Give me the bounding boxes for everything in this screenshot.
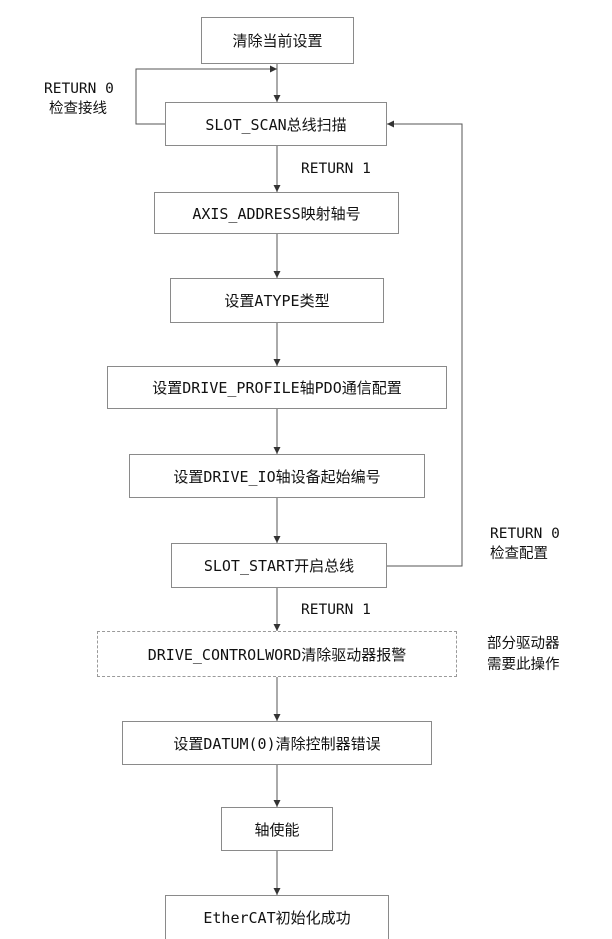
- step-slot-start: SLOT_START开启总线: [171, 543, 387, 588]
- step-slot-scan: SLOT_SCAN总线扫描: [165, 102, 387, 146]
- label-scan-return-1: RETURN 1: [301, 161, 371, 177]
- step-atype: 设置ATYPE类型: [170, 278, 384, 323]
- label-start-return-0: RETURN 0: [490, 526, 560, 542]
- label-check-config: 检查配置: [490, 546, 548, 562]
- step-ethercat-success: EtherCAT初始化成功: [165, 895, 389, 939]
- step-axis-enable: 轴使能: [221, 807, 333, 851]
- loop-scan-retry: [135, 65, 277, 125]
- step-drive-controlword: DRIVE_CONTROLWORD清除驱动器报警: [97, 631, 457, 677]
- note-some-drives: 部分驱动器: [487, 636, 560, 652]
- loop-start-retry: [387, 120, 463, 567]
- step-axis-address: AXIS_ADDRESS映射轴号: [154, 192, 399, 234]
- step-clear-settings: 清除当前设置: [201, 17, 354, 64]
- note-need-operation: 需要此操作: [487, 657, 560, 673]
- label-scan-return-0: RETURN 0: [44, 81, 114, 97]
- label-start-return-1: RETURN 1: [301, 602, 371, 618]
- step-datum: 设置DATUM(0)清除控制器错误: [122, 721, 432, 765]
- step-drive-io: 设置DRIVE_IO轴设备起始编号: [129, 454, 425, 498]
- label-check-wiring: 检查接线: [49, 101, 107, 117]
- step-drive-profile: 设置DRIVE_PROFILE轴PDO通信配置: [107, 366, 447, 409]
